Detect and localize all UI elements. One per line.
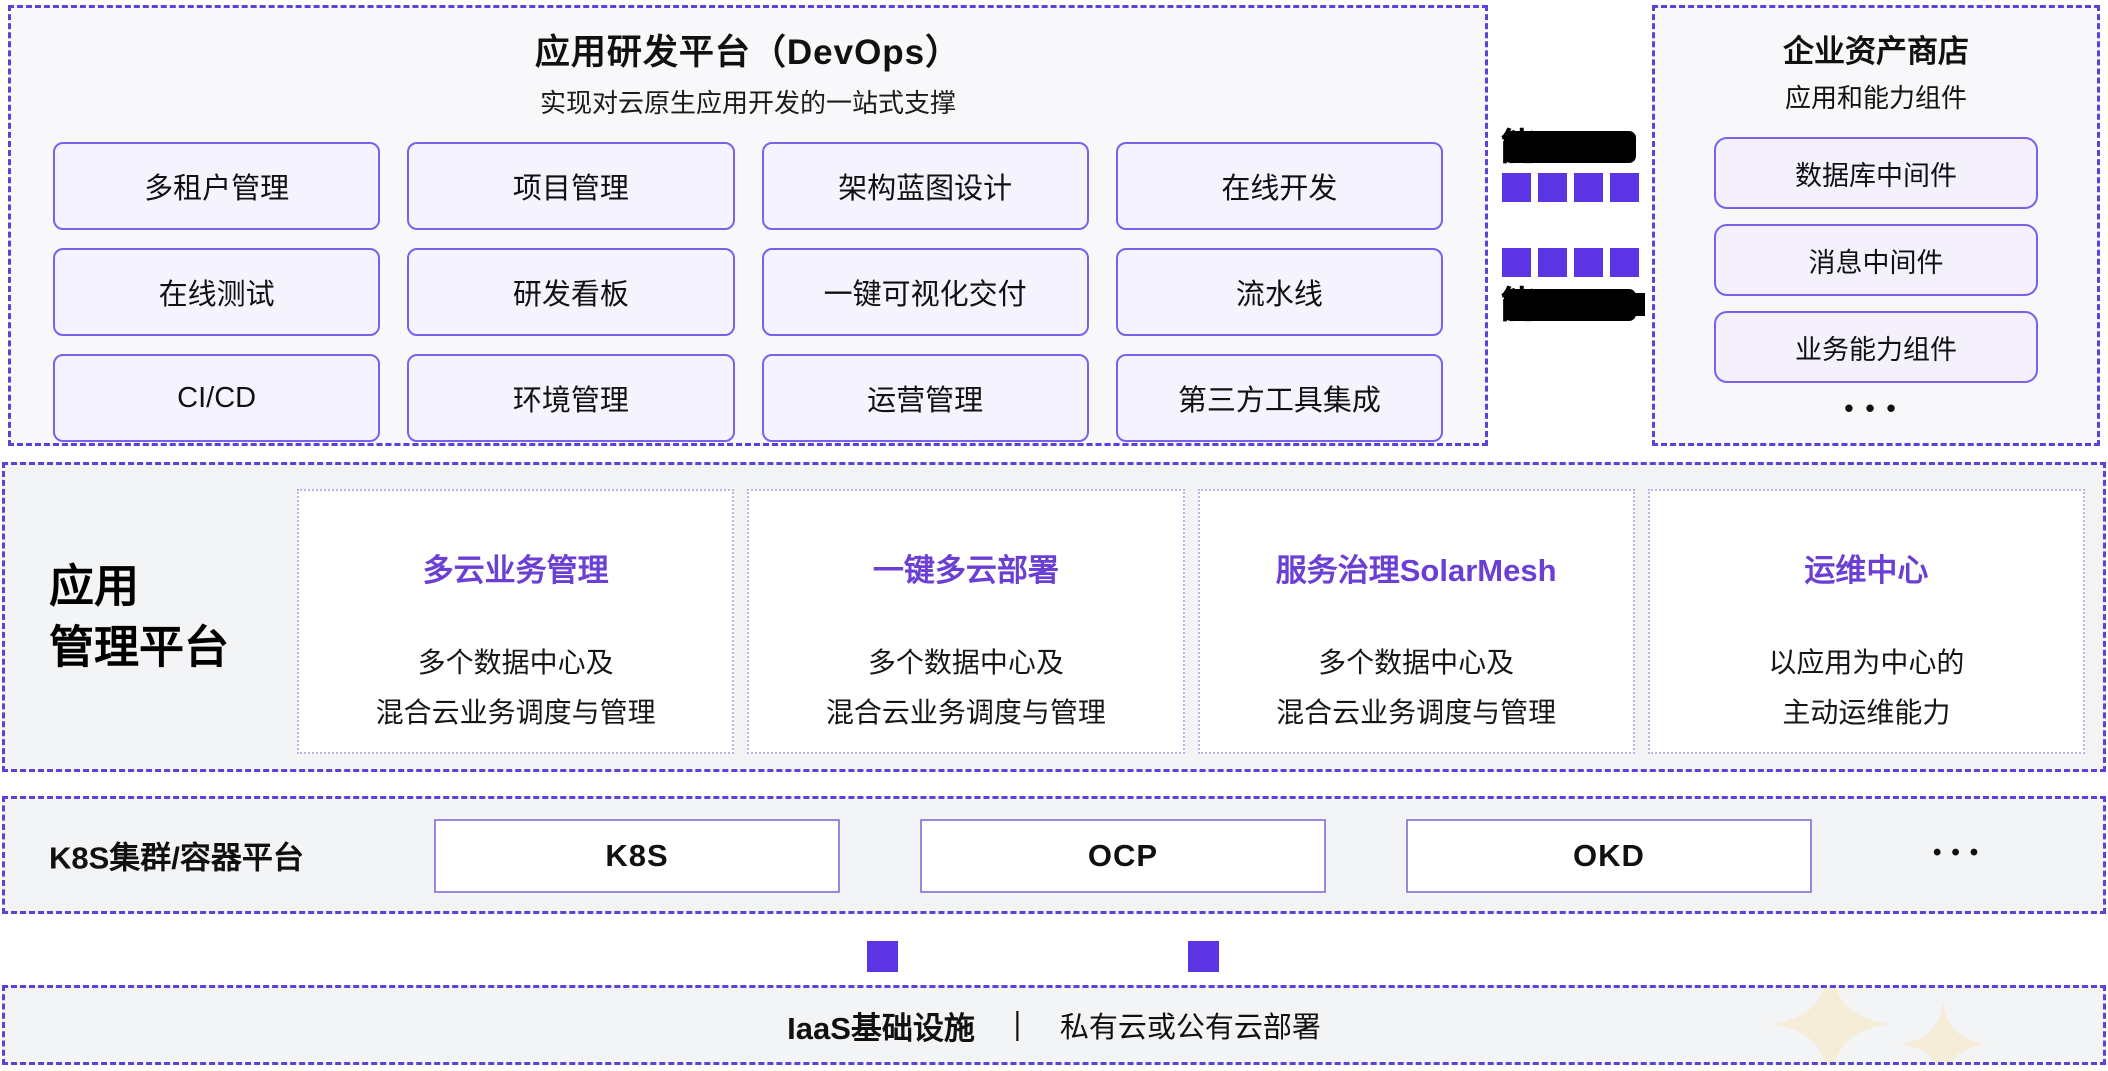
card-one-click-deploy: 一键多云部署 多个数据中心及 混合云业务调度与管理 — [747, 489, 1185, 754]
container-platform-label: K8S集群/容器平台 — [49, 840, 304, 876]
devops-platform-box: 应用研发平台（DevOps） 实现对云原生应用开发的一站式支撑 多租户管理 项目… — [8, 5, 1488, 446]
card-multicloud-business: 多云业务管理 多个数据中心及 混合云业务调度与管理 — [297, 489, 735, 754]
asset-store-box: 企业资产商店 应用和能力组件 数据库中间件 消息中间件 业务能力组件 ••• — [1652, 5, 2100, 446]
card-title: 服务治理SolarMesh — [1275, 553, 1557, 588]
asset-store-item: 业务能力组件 — [1714, 311, 2038, 383]
card-description: 多个数据中心及 混合云业务调度与管理 — [376, 638, 656, 739]
iaas-deploy-label: 私有云或公有云部署 — [1059, 1012, 1321, 1044]
module-chip: 多租户管理 — [53, 142, 381, 230]
card-desc-line2: 混合云业务调度与管理 — [1276, 697, 1557, 729]
card-ops-center: 运维中心 以应用为中心的 主动运维能力 — [1647, 489, 2085, 754]
redaction-bar — [1504, 288, 1636, 321]
iaas-band: IaaS基础设施 ｜ 私有云或公有云部署 — [2, 985, 2106, 1065]
card-desc-line1: 多个数据中心及 — [1318, 647, 1515, 678]
arrow-squares-row-down — [1501, 172, 1639, 202]
purple-square — [1537, 172, 1567, 202]
module-chip: 运营管理 — [761, 354, 1089, 442]
cluster-box-ocp: OCP — [920, 819, 1326, 893]
cluster-box-okd: OKD — [1406, 819, 1812, 893]
purple-square — [1609, 172, 1639, 202]
connector-square — [867, 941, 898, 972]
module-chip: 在线测试 — [53, 248, 381, 336]
app-mgmt-card-row: 多云业务管理 多个数据中心及 混合云业务调度与管理 一键多云部署 多个数据中心及… — [297, 489, 2085, 754]
sparkle-watermark — [1772, 988, 1985, 1062]
asset-store-item: 数据库中间件 — [1714, 137, 2038, 209]
cluster-box-k8s: K8S — [434, 819, 840, 893]
module-chip: 一键可视化交付 — [761, 248, 1089, 336]
asset-store-item: 消息中间件 — [1714, 224, 2038, 296]
purple-square — [1573, 247, 1603, 277]
card-desc-line1: 多个数据中心及 — [867, 647, 1064, 678]
card-title: 一键多云部署 — [872, 553, 1059, 588]
card-desc-line1: 多个数据中心及 — [417, 647, 614, 678]
card-service-governance: 服务治理SolarMesh 多个数据中心及 混合云业务调度与管理 — [1197, 489, 1635, 754]
iaas-separator: ｜ — [1002, 1012, 1032, 1044]
purple-square — [1537, 247, 1567, 277]
container-platform-band: K8S集群/容器平台 K8S OCP OKD ••• — [2, 796, 2106, 914]
connector-square — [1188, 941, 1219, 972]
card-desc-line1: 以应用为中心的 — [1768, 647, 1965, 678]
purple-square — [1501, 247, 1531, 277]
card-title: 运维中心 — [1804, 553, 1929, 588]
module-chip: 研发看板 — [407, 248, 735, 336]
card-desc-line2: 混合云业务调度与管理 — [375, 697, 656, 729]
card-description: 以应用为中心的 主动运维能力 — [1768, 638, 1964, 739]
card-description: 多个数据中心及 混合云业务调度与管理 — [1276, 638, 1556, 739]
app-mgmt-label-line2: 管理平台 — [49, 621, 230, 672]
app-mgmt-label: 应用 管理平台 — [49, 556, 229, 678]
module-chip: 流水线 — [1115, 248, 1443, 336]
arrow-squares-row-up — [1501, 247, 1639, 277]
module-chip: 第三方工具集成 — [1115, 354, 1443, 442]
redacted-capability-bar-top: 能 — [1500, 128, 1636, 165]
devops-platform-subtitle: 实现对云原生应用开发的一站式支撑 — [539, 88, 956, 118]
asset-store-ellipsis: ••• — [1844, 393, 1908, 423]
devops-module-grid: 多租户管理 项目管理 架构蓝图设计 在线开发 在线测试 研发看板 一键可视化交付… — [53, 142, 1443, 442]
purple-square — [1573, 172, 1603, 202]
redacted-capability-bar-bottom: 能 — [1500, 286, 1645, 323]
devops-platform-title: 应用研发平台（DevOps） — [534, 33, 962, 72]
asset-store-title: 企业资产商店 — [1783, 34, 1969, 69]
card-description: 多个数据中心及 混合云业务调度与管理 — [826, 638, 1106, 739]
iaas-label: IaaS基础设施 — [787, 1010, 975, 1046]
module-chip: CI/CD — [53, 354, 381, 442]
redaction-bar — [1504, 130, 1636, 163]
module-chip: 架构蓝图设计 — [761, 142, 1089, 230]
capability-bridge: 能 能 — [1488, 5, 1652, 446]
purple-square — [1501, 172, 1531, 202]
card-desc-line2: 主动运维能力 — [1782, 697, 1951, 729]
asset-store-subtitle: 应用和能力组件 — [1784, 83, 1967, 113]
purple-square — [1609, 247, 1639, 277]
app-mgmt-label-line1: 应用 — [49, 560, 140, 612]
card-title: 多云业务管理 — [422, 553, 609, 588]
module-chip: 项目管理 — [407, 142, 735, 230]
app-mgmt-band: 应用 管理平台 多云业务管理 多个数据中心及 混合云业务调度与管理 一键多云部署… — [2, 462, 2106, 772]
module-chip: 在线开发 — [1115, 142, 1443, 230]
module-chip: 环境管理 — [407, 354, 735, 442]
redaction-bar-stub — [1633, 292, 1645, 316]
container-platform-ellipsis: ••• — [1933, 838, 1989, 866]
card-desc-line2: 混合云业务调度与管理 — [825, 697, 1106, 729]
